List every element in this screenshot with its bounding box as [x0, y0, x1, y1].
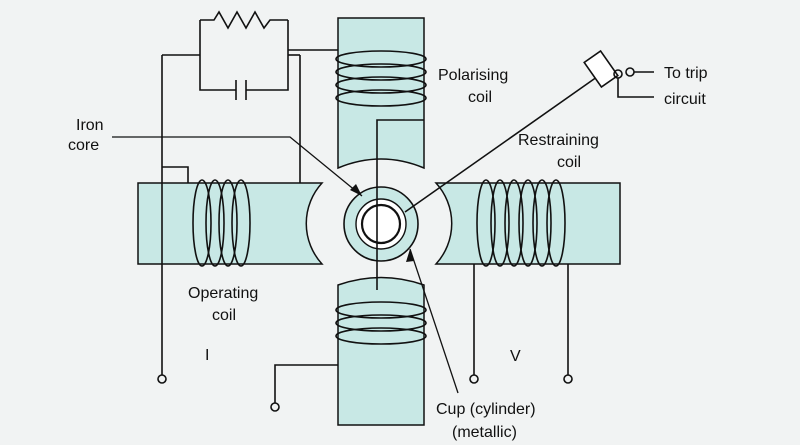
label-iron-core-1: Iron [76, 117, 104, 134]
left-wiring [157, 54, 338, 412]
bottom-pole-coil [335, 301, 427, 345]
label-cup-2: (metallic) [452, 424, 517, 441]
label-trip-1: To trip [664, 65, 708, 82]
label-restraining-1: Restraining [518, 132, 599, 149]
label-operating-2: coil [212, 307, 236, 324]
label-polarising-1: Polarising [438, 67, 508, 84]
restraining-coil [476, 179, 566, 267]
polarising-coil-top [335, 50, 427, 107]
label-iron-core-2: core [68, 137, 99, 154]
iron-core [360, 203, 402, 245]
label-operating-1: Operating [188, 285, 258, 302]
operating-coil [192, 179, 251, 267]
pointer-lines [112, 136, 459, 394]
label-polarising-2: coil [468, 89, 492, 106]
rc-network [199, 10, 338, 100]
trip-contact [404, 49, 654, 213]
label-current: I [205, 347, 209, 364]
right-core-arm [434, 182, 621, 265]
label-restraining-2: coil [557, 154, 581, 171]
iron-core-arrow [350, 184, 362, 196]
bottom-pole [337, 276, 425, 426]
label-cup-1: Cup (cylinder) [436, 401, 536, 418]
label-voltage: V [510, 348, 521, 365]
label-trip-2: circuit [664, 91, 706, 108]
right-wiring [376, 119, 573, 384]
cup-arrow [406, 249, 414, 262]
left-core-arm [137, 182, 324, 265]
